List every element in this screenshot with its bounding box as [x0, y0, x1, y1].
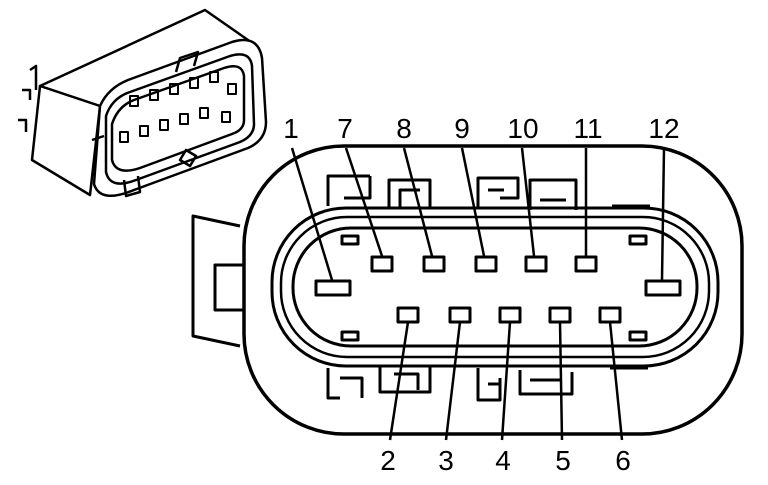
pin-label-5: 5	[555, 445, 571, 476]
pin-labels-top: 1 7 8 9 10 11 12	[283, 113, 679, 144]
connector-face	[191, 144, 744, 441]
pin-label-7: 7	[337, 113, 353, 144]
pin-label-9: 9	[454, 113, 470, 144]
pin-label-2: 2	[380, 445, 396, 476]
connector-isometric-view	[18, 8, 268, 198]
pin-label-10: 10	[507, 113, 538, 144]
pin-label-6: 6	[615, 445, 631, 476]
pin-label-12: 12	[648, 113, 679, 144]
pin-label-3: 3	[438, 445, 454, 476]
pin-label-11: 11	[573, 113, 602, 144]
pin-label-8: 8	[396, 113, 412, 144]
pin-label-1: 1	[283, 113, 299, 144]
pin-labels-bottom: 2 3 4 5 6	[380, 445, 631, 476]
pin-label-4: 4	[495, 445, 511, 476]
